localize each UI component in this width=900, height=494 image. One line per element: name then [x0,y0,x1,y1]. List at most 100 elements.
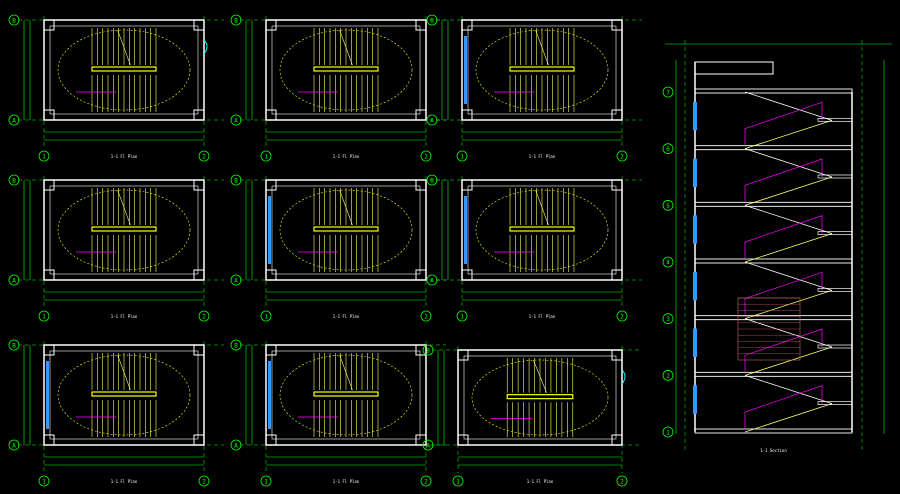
flight-line [744,346,833,376]
railing [744,215,823,258]
axis-bubble [426,274,438,286]
column [193,179,205,191]
axis-bubble [8,174,20,186]
railing [744,101,823,145]
floor-slab [694,88,853,94]
plan-wall-outer [265,179,427,281]
column [415,109,427,121]
flight-line [744,119,833,150]
axis-bubble-label: B [12,178,16,185]
plan-wall-inner [271,25,421,115]
column [415,269,427,281]
axis-bubble-label: A [12,443,16,450]
column [265,269,277,281]
column [461,19,473,31]
axis-bubble [8,14,20,26]
axis-bubble-label: 1 [42,314,46,321]
column [461,269,473,281]
axis-bubble [662,199,674,211]
section-window [693,272,697,301]
axis-bubble-label: 2 [424,154,428,161]
axis-bubble [662,143,674,155]
column [193,269,205,281]
plan-wall-inner [467,25,617,115]
handrail [91,391,157,397]
axis-bubble [38,150,50,162]
axis-bubble-label: A [430,118,434,125]
flight-line [744,148,833,178]
axis-bubble-label: 1 [264,154,268,161]
mid-landing [817,401,853,406]
plan-caption: 1-1 Fl Plan [333,479,360,484]
column [43,19,55,31]
handrail [91,66,157,72]
plan-caption: 1-1 Fl Plan [333,154,360,159]
axis-bubble [230,339,242,351]
mid-landing [817,287,853,292]
plan-caption: 1-1 Fl Plan [527,479,554,484]
plan-wall-inner [49,185,199,275]
column [415,344,427,356]
axis-bubble-label: 4 [666,260,670,267]
plan-wall-outer [43,179,205,281]
section-window [693,215,697,244]
axis-bubble [456,310,468,322]
door-swing [203,39,208,55]
railing [744,385,823,428]
plan-wall-outer [265,19,427,121]
flight-line [744,176,833,206]
column [265,344,277,356]
axis-bubble-label: A [426,443,430,450]
axis-bubble-label: 7 [666,90,670,97]
plan-wall-outer [43,19,205,121]
flight-line [744,374,833,405]
axis-bubble-label: 1 [264,479,268,486]
floor-slab [694,258,853,264]
column [43,109,55,121]
mid-landing [817,231,853,236]
axis-bubble [38,475,50,487]
axis-bubble [8,339,20,351]
axis-bubble-label: A [430,278,434,285]
axis-bubble [260,150,272,162]
axis-bubble [662,369,674,381]
handrail [313,226,379,232]
column [43,434,55,446]
window [268,361,271,429]
column [461,179,473,191]
axis-bubble-label: B [234,18,238,25]
axis-bubble [230,114,242,126]
column [193,344,205,356]
column [193,109,205,121]
axis-bubble-label: B [234,178,238,185]
axis-bubble-label: 1 [42,154,46,161]
stair-plan-2: 1 2 B A 1-1 Fl Plan [230,14,446,162]
axis-bubble-label: 2 [424,314,428,321]
plan-wall-outer [457,349,623,446]
plan-caption: 1-1 Fl Plan [111,479,138,484]
railing [744,271,823,315]
flight-line [744,233,833,263]
axis-bubble-label: B [426,348,430,355]
axis-bubble-label: 1 [460,314,464,321]
column [611,109,623,121]
axis-bubble-label: B [12,18,16,25]
section-roof [694,61,774,75]
axis-bubble [198,475,210,487]
plan-wall-inner [49,350,199,440]
axis-bubble [8,114,20,126]
axis-bubble-label: 2 [202,479,206,486]
column [611,434,623,446]
axis-bubble-label: 1 [42,479,46,486]
break-line [117,354,131,391]
door-swing [621,369,626,385]
axis-bubble-label: A [12,118,16,125]
break-line [535,189,549,226]
axis-bubble [422,439,434,451]
break-line [117,189,131,226]
